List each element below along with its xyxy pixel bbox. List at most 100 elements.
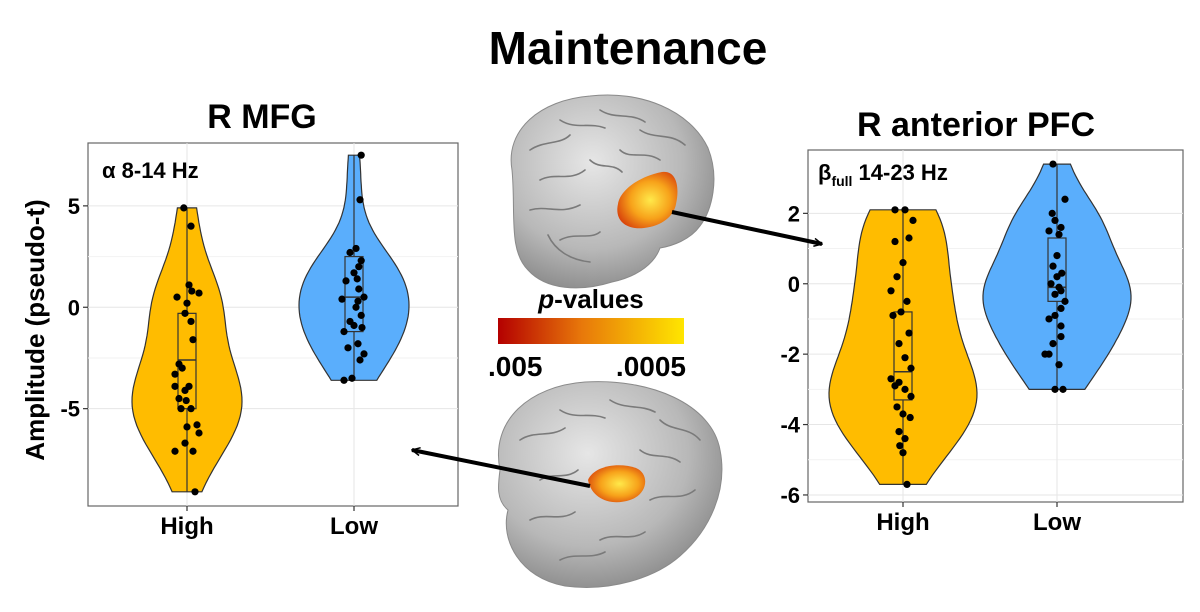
y-tick-label: 2 bbox=[788, 201, 800, 226]
data-point bbox=[901, 206, 909, 214]
x-tick-label: Low bbox=[1033, 509, 1081, 536]
data-point bbox=[178, 364, 186, 372]
data-point bbox=[905, 329, 913, 337]
data-point bbox=[1051, 290, 1059, 298]
right-freq-greek: β bbox=[818, 160, 831, 185]
data-point bbox=[1057, 304, 1065, 312]
data-point bbox=[893, 273, 901, 281]
data-point bbox=[354, 340, 362, 348]
y-tick-label: 0 bbox=[68, 295, 80, 320]
data-point bbox=[360, 293, 368, 301]
data-point bbox=[175, 394, 183, 403]
data-point bbox=[193, 421, 201, 429]
data-point bbox=[189, 447, 197, 455]
data-point bbox=[181, 386, 189, 395]
data-point bbox=[889, 311, 897, 320]
y-tick-label: -4 bbox=[780, 413, 800, 438]
data-point bbox=[182, 396, 190, 405]
brain-top-activation-blob bbox=[617, 171, 678, 229]
data-point bbox=[357, 151, 365, 159]
data-point bbox=[891, 206, 899, 214]
data-point bbox=[171, 447, 179, 455]
y-tick-label: -2 bbox=[780, 342, 800, 367]
data-point bbox=[183, 423, 191, 431]
data-point bbox=[338, 295, 346, 303]
data-point bbox=[357, 257, 365, 265]
data-point bbox=[899, 449, 907, 457]
data-point bbox=[899, 259, 907, 267]
data-point bbox=[895, 428, 903, 436]
data-point bbox=[187, 405, 195, 413]
data-point bbox=[353, 275, 361, 283]
data-point bbox=[1047, 280, 1055, 288]
data-point bbox=[183, 299, 191, 307]
data-point bbox=[909, 216, 917, 224]
data-point bbox=[1049, 340, 1057, 348]
data-point bbox=[195, 429, 203, 437]
brain-lateral-top bbox=[510, 94, 715, 289]
data-point bbox=[1055, 230, 1063, 239]
data-point bbox=[191, 488, 199, 496]
y-tick-label: 5 bbox=[68, 194, 80, 219]
data-point bbox=[896, 442, 904, 450]
data-point bbox=[1048, 209, 1056, 217]
data-point bbox=[354, 297, 362, 305]
data-point bbox=[1045, 315, 1053, 323]
x-tick-label: Low bbox=[330, 513, 378, 540]
data-point bbox=[189, 336, 197, 344]
data-point bbox=[342, 277, 350, 285]
data-point bbox=[185, 281, 193, 289]
data-point bbox=[171, 382, 179, 390]
colorbar-title-italic: p bbox=[537, 284, 554, 314]
data-point bbox=[181, 439, 189, 447]
data-point bbox=[907, 364, 915, 372]
data-point bbox=[901, 435, 909, 443]
data-point bbox=[1053, 252, 1061, 260]
data-point bbox=[1057, 322, 1065, 330]
data-point bbox=[171, 370, 179, 378]
data-point bbox=[188, 287, 196, 295]
brain-bottom-sulci bbox=[519, 399, 701, 561]
y-tick-label: -5 bbox=[60, 397, 80, 422]
data-point bbox=[181, 309, 189, 317]
data-point bbox=[340, 327, 348, 336]
brain-top-shape bbox=[510, 94, 715, 289]
data-point bbox=[344, 344, 352, 352]
x-tick-label: High bbox=[160, 513, 213, 540]
data-point bbox=[360, 350, 368, 358]
data-point bbox=[1057, 287, 1065, 295]
data-point bbox=[177, 405, 185, 413]
data-point bbox=[887, 287, 895, 295]
brain-top-sulci bbox=[529, 109, 686, 263]
arrow-to-right-panel bbox=[671, 210, 822, 244]
data-point bbox=[356, 196, 364, 204]
data-point bbox=[195, 289, 203, 297]
arrow-to-left-panel bbox=[412, 450, 591, 488]
data-point bbox=[895, 340, 903, 348]
data-point bbox=[357, 311, 365, 319]
data-point bbox=[891, 237, 899, 246]
data-point bbox=[350, 269, 358, 277]
colorbar-title-rest: -values bbox=[554, 284, 644, 314]
data-point bbox=[352, 244, 360, 253]
data-point bbox=[893, 403, 901, 411]
data-point bbox=[1061, 195, 1069, 203]
brain-bottom-activation-blob bbox=[588, 465, 646, 503]
right-panel-title: R anterior PFC bbox=[857, 106, 1095, 144]
data-point bbox=[1051, 311, 1059, 320]
data-point bbox=[355, 285, 363, 293]
data-point bbox=[899, 410, 907, 418]
data-point bbox=[895, 378, 903, 386]
data-point bbox=[901, 354, 909, 362]
data-point bbox=[1049, 160, 1057, 168]
data-point bbox=[1055, 361, 1063, 369]
data-point bbox=[173, 293, 181, 301]
colorbar-gradient bbox=[498, 318, 684, 344]
data-point bbox=[356, 356, 364, 364]
colorbar-title: p-values bbox=[537, 284, 644, 314]
brain-lateral-bottom bbox=[497, 381, 723, 588]
data-point bbox=[907, 392, 915, 400]
